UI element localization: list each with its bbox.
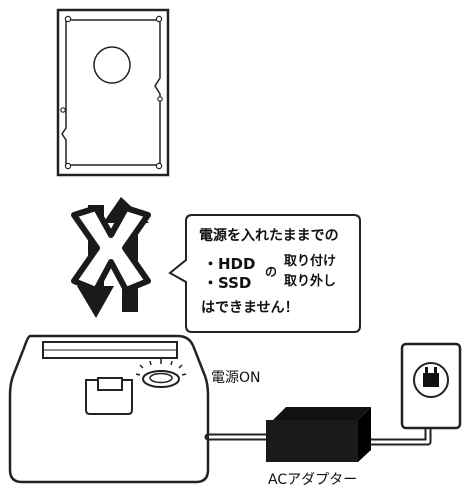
power-on-label: 電源ON bbox=[211, 370, 261, 386]
hard-drive-icon bbox=[56, 8, 170, 177]
speech-bubble bbox=[168, 214, 361, 333]
bubble-torihazushi: 取り外し bbox=[284, 274, 337, 289]
bubble-no: の bbox=[265, 265, 278, 279]
bubble-toritsuke: 取り付け bbox=[284, 254, 337, 269]
bubble-line-4: はできません！ bbox=[201, 300, 299, 316]
ac-adapter-label: ACアダプター bbox=[268, 472, 358, 488]
bubble-ssd: ・SSD bbox=[203, 274, 252, 292]
bubble-hdd: ・HDD bbox=[203, 255, 256, 273]
cross-x-icon bbox=[71, 205, 151, 293]
power-button-icon bbox=[135, 359, 187, 388]
wall-outlet-icon bbox=[400, 342, 462, 430]
ac-adapter-icon bbox=[266, 407, 371, 462]
docking-station-icon bbox=[8, 334, 210, 484]
bubble-line-1: 電源を入れたままでの bbox=[199, 228, 339, 244]
